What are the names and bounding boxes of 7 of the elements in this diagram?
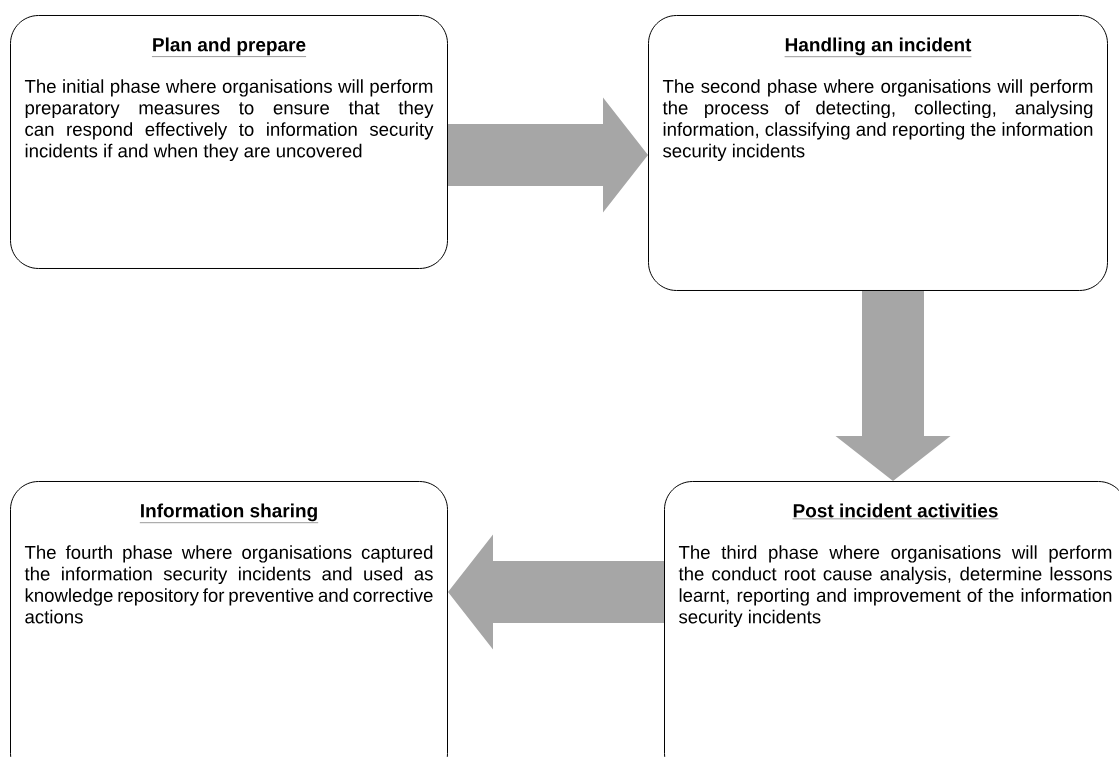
phase-box: Information sharing The fourth phase where organisations captured the information security incidents and used as knowledge repository for preventive and corrective actions [10, 481, 448, 757]
block-arrow [448, 534, 664, 650]
phase-box: Plan and prepare The initial phase where organisations will perform preparatory measures to ensure that they can respond effectively to information security incidents if and when they are uncovered [10, 15, 448, 269]
phase-box: Handling an incident The second phase where organisations will perform the process of detecting, collecting, analysing information, classifying and reporting the information security incidents [648, 15, 1108, 291]
block-arrow [448, 97, 648, 213]
phase-box: Post incident activities The third phase where organisations will perform the conduct root cause analysis, determine lessons learnt, reporting and improvement of the information security incidents [664, 481, 1119, 757]
block-arrow [835, 291, 951, 481]
